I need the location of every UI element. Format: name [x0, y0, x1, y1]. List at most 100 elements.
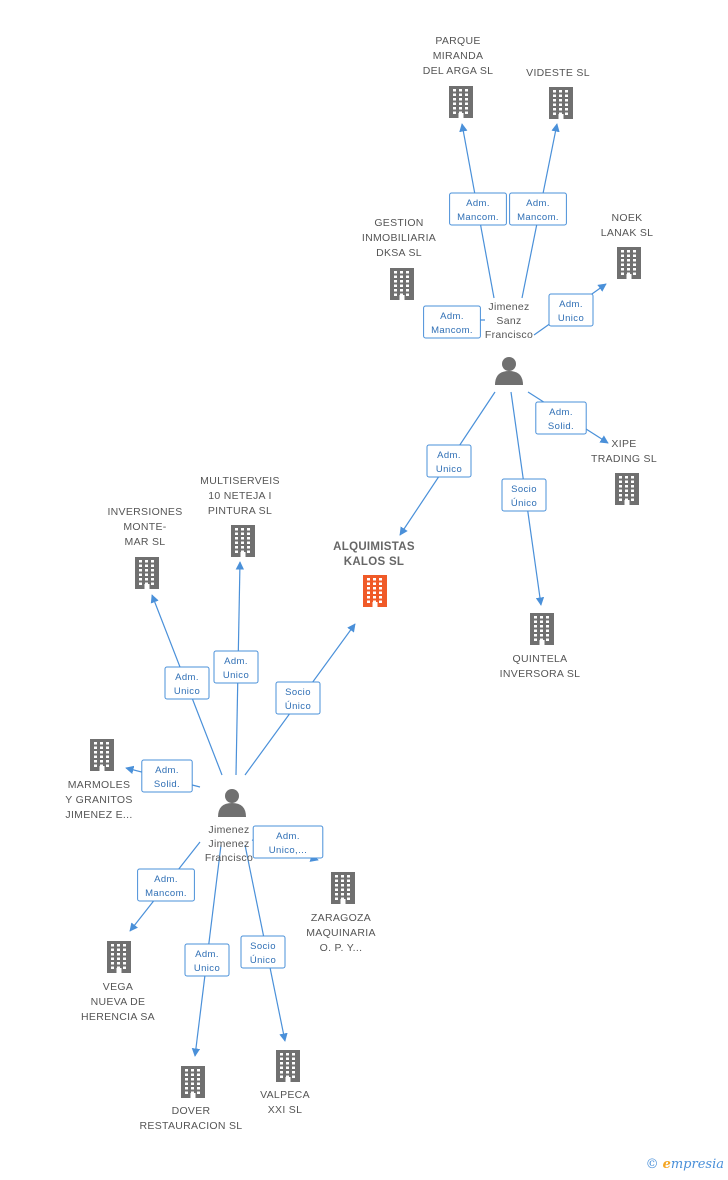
relation-label-line: Unico	[558, 313, 584, 324]
relation-label-line: Adm.	[276, 831, 300, 842]
relation-label-jimenez-marmoles[interactable]: Adm.Solid.	[141, 759, 193, 793]
relation-label-sanz-gestion[interactable]: Adm.Mancom.	[423, 305, 481, 339]
relation-label-sanz-videste[interactable]: Adm. Mancom.	[509, 192, 567, 226]
node-label-line: MAQUINARIA	[306, 927, 376, 939]
node-label-line: NOEK	[612, 212, 643, 224]
relation-label-sanz-parque[interactable]: Adm.Mancom.	[449, 192, 507, 226]
building-icon	[90, 739, 114, 771]
node-label-line: VALPECA	[260, 1089, 310, 1101]
relation-label-line: Único	[285, 701, 311, 712]
node-label-line: Jimenez	[208, 824, 249, 836]
node-label-line: HERENCIA SA	[81, 1011, 155, 1023]
node-label-line: KALOS SL	[344, 556, 405, 568]
relation-label-line: Adm.	[549, 407, 573, 418]
relation-label-sanz-alquimistas[interactable]: Adm. Unico	[426, 444, 472, 478]
relations-layer: Adm.Mancom.Adm.Mancom.Adm.Mancom.Adm.Uni…	[137, 192, 594, 977]
building-icon	[549, 87, 573, 119]
empresia-watermark[interactable]: ©empresia	[646, 1157, 724, 1172]
node-marmoles[interactable]: MARMOLES Y GRANITOS JIMENEZ E...	[65, 739, 132, 821]
relation-label-line: Adm.	[440, 311, 464, 322]
node-label-line: GESTION	[374, 217, 423, 229]
relation-label-line: Solid.	[154, 779, 180, 790]
node-label-line: O. P. Y...	[320, 942, 363, 954]
relation-label-line: Unico	[194, 963, 220, 974]
node-label-line: ALQUIMISTAS	[333, 541, 415, 553]
building-icon	[363, 575, 387, 607]
node-label-line: INMOBILIARIA	[362, 232, 436, 244]
building-icon	[231, 525, 255, 557]
node-zaragoza[interactable]: ZARAGOZA MAQUINARIA O. P. Y...	[306, 872, 376, 954]
relation-label-jimenez-zaragoza[interactable]: Adm.Unico,...	[252, 825, 324, 859]
building-icon	[390, 268, 414, 300]
node-label-line: PARQUE	[435, 35, 480, 47]
building-icon	[617, 247, 641, 279]
node-label-line: XIPE	[611, 438, 636, 450]
relation-label-line: Único	[511, 498, 537, 509]
node-label-line: PINTURA SL	[208, 505, 272, 517]
building-icon	[135, 557, 159, 589]
node-label-line: LANAK SL	[601, 227, 654, 239]
relation-label-line: Unico	[436, 464, 462, 475]
relation-label-line: Adm.	[224, 656, 248, 667]
node-alquimistas[interactable]: ALQUIMISTAS KALOS SL	[333, 541, 415, 607]
relation-label-line: Adm.	[559, 299, 583, 310]
building-icon	[181, 1066, 205, 1098]
node-label-line: QUINTELA	[513, 653, 568, 665]
building-icon	[331, 872, 355, 904]
relation-label-jimenez-inversiones[interactable]: Adm. Unico	[164, 666, 210, 700]
relation-label-line: Adm.	[175, 672, 199, 683]
relation-label-line: Socio	[285, 687, 311, 698]
building-icon	[107, 941, 131, 973]
node-label-line: TRADING SL	[591, 453, 657, 465]
node-label-line: MAR SL	[125, 536, 166, 548]
relation-label-sanz-xipe[interactable]: Adm. Solid.	[535, 401, 587, 435]
node-label-line: MONTE-	[123, 521, 166, 533]
node-label-line: Y GRANITOS	[65, 794, 132, 806]
relation-label-line: Mancom.	[145, 888, 187, 899]
relation-label-line: Adm.	[526, 198, 550, 209]
copyright-symbol: ©	[645, 1157, 659, 1172]
node-label-line: DEL ARGA SL	[423, 65, 494, 77]
relation-label-line: Adm.	[154, 874, 178, 885]
building-icon	[449, 86, 473, 118]
node-label-line: JIMENEZ E...	[65, 809, 132, 821]
node-noek[interactable]: NOEK LANAK SL	[601, 212, 654, 279]
node-label-line: VIDESTE SL	[526, 67, 590, 79]
person-icon	[218, 789, 246, 817]
building-icon	[615, 473, 639, 505]
relation-label-jimenez-vega[interactable]: Adm. Mancom.	[137, 868, 195, 902]
relation-label-jimenez-multiserveis[interactable]: Adm.Unico	[213, 650, 259, 684]
relation-label-sanz-noek[interactable]: Adm. Unico	[548, 293, 594, 327]
relation-label-line: Unico	[174, 686, 200, 697]
person-icon	[495, 357, 523, 385]
node-videste[interactable]: VIDESTE SL	[526, 67, 590, 119]
node-label-line: Jimenez	[488, 301, 529, 313]
relation-label-line: Adm.	[437, 450, 461, 461]
node-xipe[interactable]: XIPE TRADING SL	[591, 438, 657, 505]
relation-label-line: Solid.	[548, 421, 574, 432]
node-label-line: MARMOLES	[68, 779, 131, 791]
relation-label-line: Mancom.	[517, 212, 559, 223]
relation-label-line: Socio	[511, 484, 537, 495]
node-label-line: Francisco	[205, 852, 253, 864]
node-label-line: VEGA	[103, 981, 133, 993]
node-label-line: ZARAGOZA	[311, 912, 371, 924]
relation-label-jimenez-dover[interactable]: Adm.Unico	[184, 943, 230, 977]
building-icon	[530, 613, 554, 645]
node-label-line: Francisco	[485, 329, 533, 341]
